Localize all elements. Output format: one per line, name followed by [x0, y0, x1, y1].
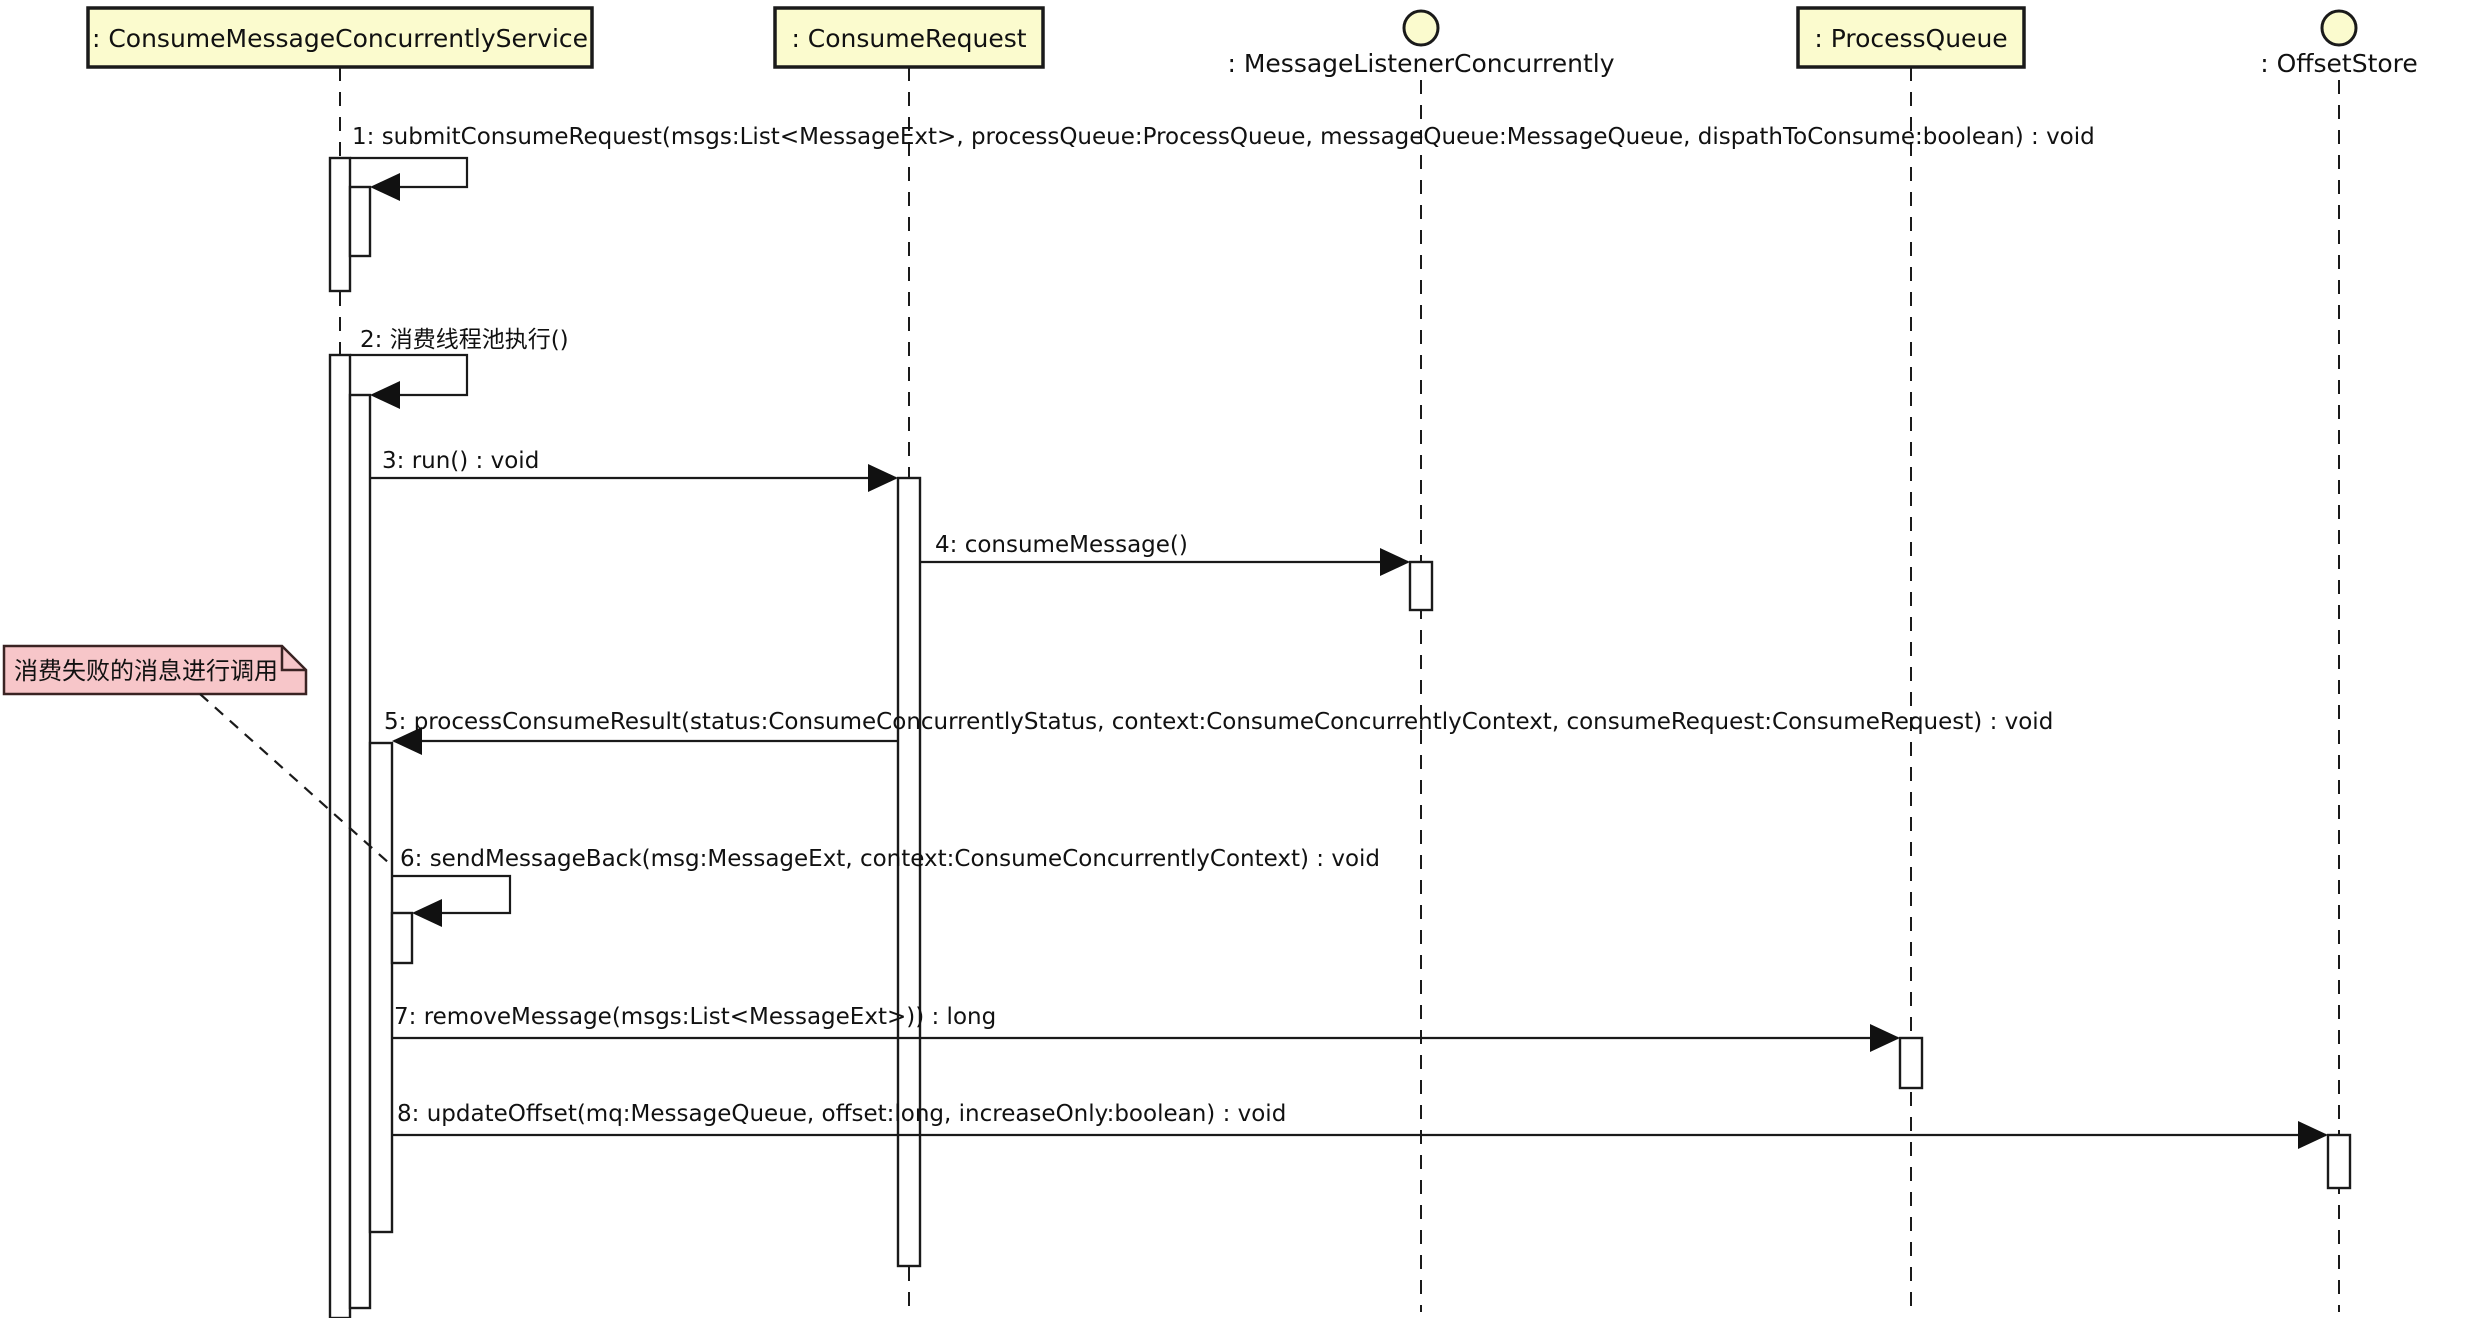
message-6-self-call-line	[392, 874, 512, 915]
participant-label: : ConsumeMessageConcurrentlyService	[92, 24, 588, 53]
message-6-arrowhead-icon	[412, 899, 442, 927]
message-2-self-call-line	[350, 353, 469, 397]
message-6-send-message-back: 6: sendMessageBack(msg:MessageExt, conte…	[392, 846, 1380, 927]
message-7-remove-message: 7: removeMessage(msgs:List<MessageExt>))…	[392, 1004, 1900, 1052]
message-8-label: 8: updateOffset(mq:MessageQueue, offset:…	[397, 1101, 1286, 1127]
message-6-label: 6: sendMessageBack(msg:MessageExt, conte…	[400, 846, 1380, 872]
activation-consume-request	[896, 476, 922, 1268]
activation-service-msg1-nested	[348, 185, 372, 258]
message-5-process-consume-result: 5: processConsumeResult(status:ConsumeCo…	[384, 709, 2053, 755]
participant-consume-message-concurrently-service: : ConsumeMessageConcurrentlyService	[86, 6, 594, 69]
participant-label: : ProcessQueue	[1814, 24, 2007, 53]
participant-label: : OffsetStore	[2260, 49, 2418, 78]
note-connector-line	[199, 693, 391, 865]
message-3-arrowhead-icon	[868, 464, 898, 492]
interface-circle-icon	[1402, 9, 1440, 47]
activation-process-queue	[1898, 1036, 1924, 1090]
participant-label: : ConsumeRequest	[791, 24, 1026, 53]
message-3-run: 3: run() : void	[370, 448, 898, 492]
message-2-thread-pool-execute: 2: 消费线程池执行()	[350, 327, 569, 409]
note-body	[2, 644, 308, 696]
message-8-update-offset: 8: updateOffset(mq:MessageQueue, offset:…	[392, 1101, 2328, 1149]
note-label: 消费失败的消息进行调用	[14, 657, 278, 685]
message-2-label: 2: 消费线程池执行()	[360, 327, 569, 353]
message-7-arrowhead-icon	[1870, 1024, 1900, 1052]
activation-listener	[1408, 560, 1434, 612]
activation-service-process-result	[368, 741, 394, 1234]
message-1-submit-consume-request: 1: submitConsumeRequest(msgs:List<Messag…	[350, 124, 2095, 201]
message-4-consume-message: 4: consumeMessage()	[920, 532, 1410, 576]
message-2-arrowhead-icon	[370, 381, 400, 409]
message-1-label: 1: submitConsumeRequest(msgs:List<Messag…	[352, 124, 2095, 150]
participant-process-queue: : ProcessQueue	[1796, 6, 2026, 69]
message-4-label: 4: consumeMessage()	[935, 532, 1188, 558]
note-consume-failed: 消费失败的消息进行调用	[2, 644, 391, 865]
participant-box	[773, 6, 1045, 69]
participant-consume-request: : ConsumeRequest	[773, 6, 1045, 69]
activation-service-thread	[328, 353, 352, 1318]
message-3-label: 3: run() : void	[382, 448, 539, 474]
interface-circle-icon	[2320, 9, 2358, 47]
message-4-arrowhead-icon	[1380, 548, 1410, 576]
message-7-label: 7: removeMessage(msgs:List<MessageExt>))…	[394, 1004, 996, 1030]
activation-service-msg1	[328, 156, 352, 293]
activation-offset-store	[2326, 1133, 2352, 1190]
participant-label: : MessageListenerConcurrently	[1227, 49, 1614, 78]
participant-box	[1796, 6, 2026, 69]
participant-box	[86, 6, 594, 69]
message-5-arrowhead-icon	[392, 727, 422, 755]
note-folded-corner-icon	[280, 646, 306, 672]
message-1-arrowhead-icon	[370, 173, 400, 201]
message-5-label: 5: processConsumeResult(status:ConsumeCo…	[384, 709, 2053, 735]
activation-service-send-back	[390, 911, 414, 965]
participant-message-listener-concurrently: : MessageListenerConcurrently	[1227, 9, 1615, 78]
message-8-arrowhead-icon	[2298, 1121, 2328, 1149]
activation-service-run	[348, 393, 372, 1310]
message-1-self-call-line	[350, 156, 469, 189]
participant-offset-store: : OffsetStore	[2260, 9, 2418, 78]
